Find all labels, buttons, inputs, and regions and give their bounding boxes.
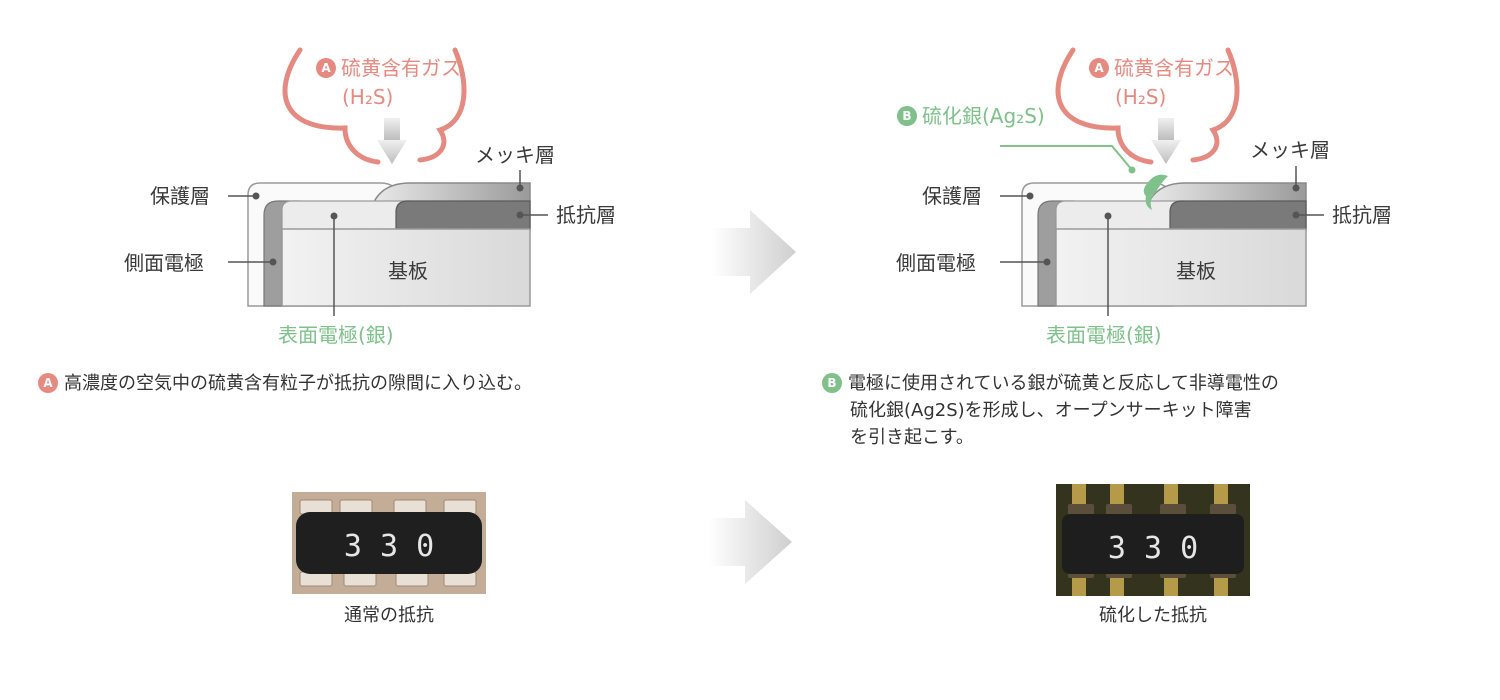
gas-formula-left: (H₂S) (342, 85, 393, 109)
marking-normal: 3 3 0 (344, 529, 434, 564)
substrate-right (1055, 228, 1307, 307)
label-side-electrode-right: 側面電極 (896, 251, 976, 275)
ag2s-label: 硫化銀(Ag₂S) (922, 104, 1045, 128)
description-b: B 電極に使用されている銀が硫黄と反応して非導電性の 硫化銀(Ag2S)を形成し、… (822, 370, 1422, 451)
description-a-text: 高濃度の空気中の硫黄含有粒子が抵抗の隙間に入り込む。 (64, 373, 532, 394)
left-diagram: A 硫黄含有ガス (H₂S) 基板 保護層 側面電極 メッキ層 抵抗層 表面電極… (124, 47, 616, 347)
label-resistor-right: 抵抗層 (1332, 203, 1392, 227)
description-a: A 高濃度の空気中の硫黄含有粒子が抵抗の隙間に入り込む。 (38, 370, 532, 397)
surface-electrode-right (1055, 200, 1185, 231)
gas-badge-letter-left: A (321, 61, 331, 75)
gas-down-arrow-right (1151, 118, 1181, 164)
right-diagram: A 硫黄含有ガス (H₂S) B 硫化銀(Ag₂S) 基板 保護層 側面電極 メ… (896, 47, 1392, 347)
label-plating-left: メッキ層 (475, 143, 555, 167)
label-surface-electrode-right: 表面電極(銀) (1046, 323, 1162, 347)
gas-name-right: 硫黄含有ガス (1114, 56, 1234, 80)
substrate-label-left: 基板 (388, 259, 428, 283)
ag2s-badge (897, 106, 917, 126)
process-arrow-bottom (708, 500, 792, 584)
badge-b: B (822, 373, 842, 393)
gas-badge-right (1089, 58, 1109, 78)
gas-badge-letter-right: A (1094, 61, 1104, 75)
resistor-layer-right (1169, 200, 1307, 231)
label-protective-right: 保護層 (922, 184, 982, 208)
description-b-line2: 硫化銀(Ag2S)を形成し、オープンサーキット障害 (850, 400, 1252, 421)
gas-down-arrow-left (377, 118, 407, 164)
photo-sulfurized-resistor: 3 3 0 (1056, 484, 1250, 596)
description-b-line1: 電極に使用されている銀が硫黄と反応して非導電性の (848, 373, 1279, 394)
label-protective-left: 保護層 (150, 184, 210, 208)
gas-formula-right: (H₂S) (1115, 85, 1166, 109)
substrate-left (281, 228, 531, 307)
label-surface-electrode-left: 表面電極(銀) (278, 323, 394, 347)
ag2s-badge-letter: B (902, 109, 911, 123)
gas-cloud-right (1055, 47, 1240, 165)
gas-name-left: 硫黄含有ガス (341, 56, 461, 80)
substrate-label-right: 基板 (1176, 259, 1216, 283)
label-resistor-left: 抵抗層 (556, 203, 616, 227)
process-arrow-top (712, 210, 796, 294)
caption-normal-resistor: 通常の抵抗 (344, 605, 434, 626)
silver-sulfide-growth (1143, 174, 1168, 210)
label-plating-right: メッキ層 (1250, 138, 1330, 162)
badge-a: A (38, 373, 58, 393)
caption-sulfurized-resistor: 硫化した抵抗 (1099, 605, 1207, 626)
marking-sulfurized: 3 3 0 (1108, 531, 1198, 566)
resistor-layer-left (395, 200, 531, 231)
description-b-line3: を引き起こす。 (850, 427, 974, 448)
surface-electrode-left (281, 200, 411, 231)
label-side-electrode-left: 側面電極 (124, 251, 204, 275)
gas-cloud-left (282, 47, 467, 165)
gas-badge-left (316, 58, 336, 78)
photo-normal-resistor: 3 3 0 (292, 492, 486, 594)
